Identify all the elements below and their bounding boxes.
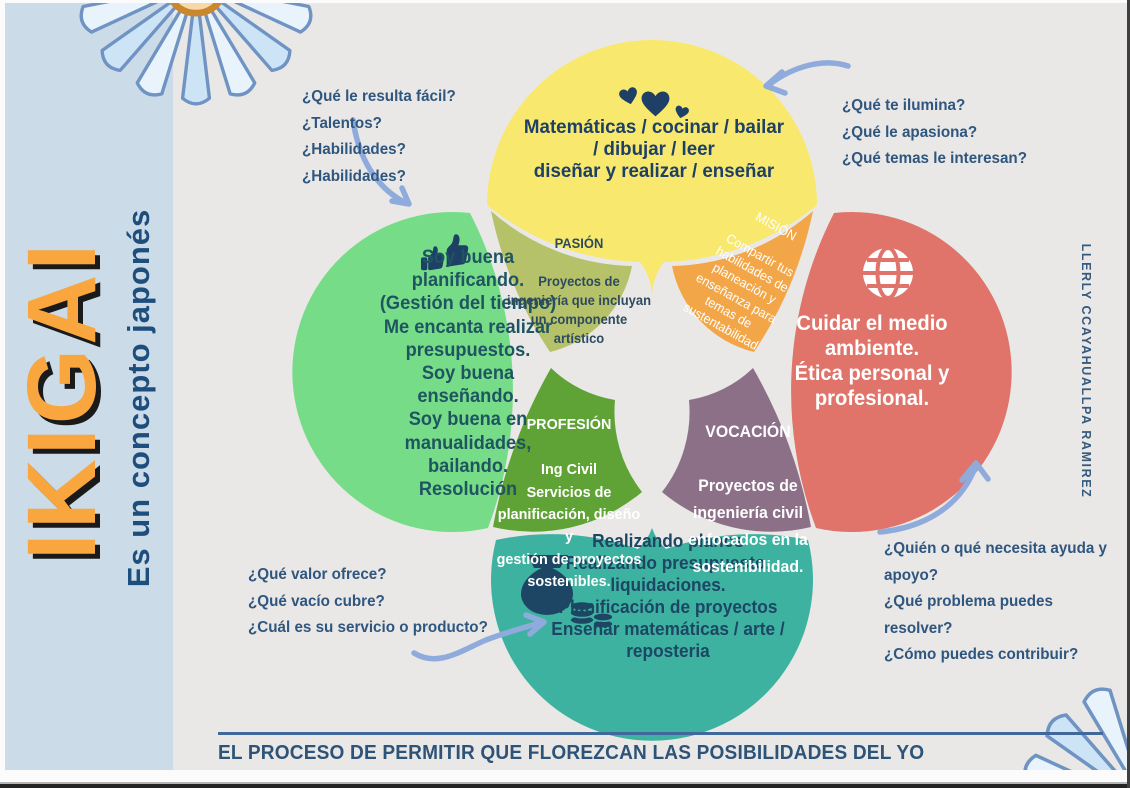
author-name: LLERLY CCAYAHUALLPA RAMIREZ — [1079, 243, 1093, 499]
arrow-bottom-right — [877, 460, 991, 535]
profesion-petal — [493, 368, 642, 532]
hearts-icon — [619, 87, 689, 119]
profesion-label: PROFESIÓN — [526, 416, 612, 434]
globe-icon — [863, 246, 913, 300]
profesion-petal-block: PROFESIÓN Ing Civil Servicios de planifi… — [492, 392, 646, 616]
sidebar — [0, 0, 173, 788]
thumbs-up-icon — [421, 234, 469, 271]
page-edge-bottom — [0, 770, 1130, 782]
love-circle — [487, 40, 817, 296]
sidebar-subtitle: Es un concepto japonés — [121, 208, 156, 588]
arrow-top-left — [350, 117, 412, 207]
arrow-bottom-left — [411, 612, 547, 662]
skills-circle — [292, 212, 513, 533]
question-what-you-love: ¿Qué te ilumina? ¿Qué le apasiona? ¿Qué … — [842, 97, 1027, 167]
pasion-text: Proyectos de ingeniería que incluyan un … — [506, 274, 652, 346]
sidebar-title: IKIGAI — [7, 239, 116, 561]
folding-fan-icon-top — [75, 0, 316, 104]
world-circle — [791, 212, 1012, 533]
pasion-petal — [491, 211, 632, 352]
vocacion-petal — [662, 368, 811, 532]
page-edge-left — [0, 0, 5, 788]
money-bag-icon — [521, 555, 614, 629]
pasion-label: PASIÓN — [554, 236, 604, 251]
page-edge-top — [0, 0, 1130, 3]
vocacion-text: Proyectos de ingeniería civil enfocados … — [688, 477, 808, 576]
paid-circle-text: Realizando planos Realizando presupuesto… — [551, 531, 785, 661]
love-circle-text: Matemáticas / cocinar / bailar / dibujar… — [523, 116, 785, 182]
vocacion-petal-block: VOCACIÓN Proyectos de ingeniería civil e… — [671, 392, 825, 608]
paid-circle — [491, 528, 813, 741]
question-what-is-easy: ¿Qué le resulta fácil? ¿Talentos? ¿Habil… — [302, 88, 456, 185]
world-circle-text: Cuidar el medio ambiente. Ética personal… — [794, 312, 950, 410]
pasion-petal-block: PASIÓN Proyectos de ingeniería que inclu… — [497, 215, 660, 367]
question-what-value: ¿Qué valor ofrece? ¿Qué vacío cubre? ¿Cu… — [248, 566, 488, 636]
vocacion-label: VOCACIÓN — [705, 423, 791, 441]
skills-circle-text: Soy buena planificando. (Gestión del tie… — [379, 247, 557, 501]
footer-divider — [218, 732, 1103, 735]
window-edge-bottom — [0, 784, 1130, 788]
window-edge-right — [1127, 0, 1130, 788]
page-edge-bottom-line — [0, 782, 1130, 784]
profesion-text: Ing Civil Servicios de planificación, di… — [496, 461, 642, 591]
footer-caption: EL PROCESO DE PERMITIR QUE FLOREZCAN LAS… — [218, 741, 925, 764]
mision-petal — [672, 211, 813, 352]
arrow-top-right — [763, 60, 851, 96]
question-world-needs: ¿Quién o qué necesita ayuda y apoyo? ¿Qu… — [884, 540, 1107, 663]
